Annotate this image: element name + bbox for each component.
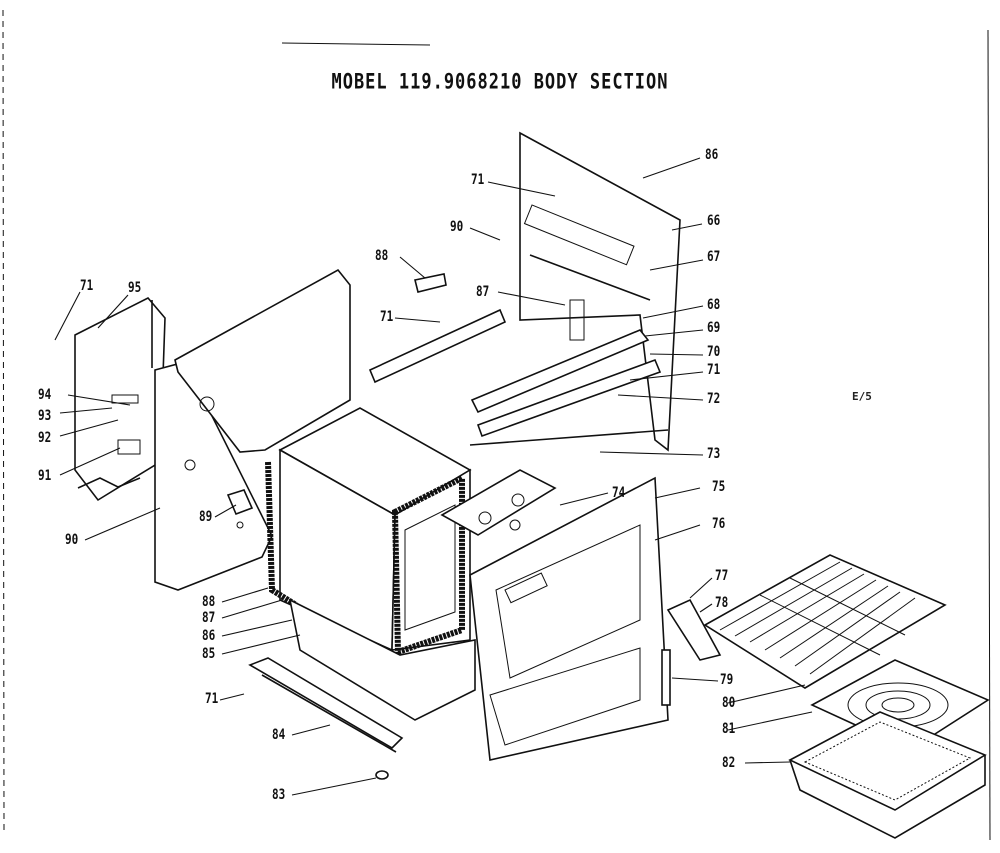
callout-67: 67 bbox=[707, 247, 721, 265]
callout-86-top: 86 bbox=[705, 145, 719, 163]
callout-84: 84 bbox=[272, 725, 286, 743]
callout-77: 77 bbox=[715, 566, 729, 584]
callout-88-low: 88 bbox=[202, 592, 216, 610]
callout-73: 73 bbox=[707, 444, 721, 462]
back-panel bbox=[519, 131, 681, 452]
oven-door bbox=[469, 476, 669, 761]
callout-69: 69 bbox=[707, 318, 721, 336]
callout-90-top: 90 bbox=[450, 217, 464, 235]
callout-83: 83 bbox=[272, 785, 286, 803]
right-border-line bbox=[987, 29, 991, 841]
oven-rack bbox=[703, 554, 947, 689]
callout-88-top: 88 bbox=[375, 246, 389, 264]
callout-87-top: 87 bbox=[476, 282, 490, 300]
callout-90: 90 bbox=[65, 530, 79, 548]
callout-82: 82 bbox=[722, 753, 736, 771]
leader-lines bbox=[54, 157, 813, 796]
callout-95: 95 bbox=[128, 278, 142, 296]
callout-71-right: 71 bbox=[707, 360, 721, 378]
callout-76: 76 bbox=[712, 514, 726, 532]
callout-92: 92 bbox=[38, 428, 52, 446]
callout-68: 68 bbox=[707, 295, 721, 313]
lower-skirt bbox=[288, 598, 476, 721]
callout-80: 80 bbox=[722, 693, 736, 711]
burner-assembly bbox=[440, 469, 557, 536]
oven-rails bbox=[368, 273, 669, 446]
kick-plate bbox=[248, 657, 404, 780]
callout-91: 91 bbox=[38, 466, 52, 484]
scan-mark bbox=[281, 42, 431, 46]
callout-71-top: 71 bbox=[471, 170, 485, 188]
callout-70: 70 bbox=[707, 342, 721, 360]
callout-89: 89 bbox=[199, 507, 213, 525]
broiler-pan bbox=[788, 711, 987, 839]
callout-74: 74 bbox=[612, 483, 626, 501]
callout-93: 93 bbox=[38, 406, 52, 424]
callout-85: 85 bbox=[202, 644, 216, 662]
callout-94: 94 bbox=[38, 385, 52, 403]
callout-71-bottom: 71 bbox=[205, 689, 219, 707]
callout-79: 79 bbox=[720, 670, 734, 688]
side-wall-panel bbox=[174, 268, 351, 453]
callout-75: 75 bbox=[712, 477, 726, 495]
callout-66: 66 bbox=[707, 211, 721, 229]
left-side-panel bbox=[74, 297, 273, 591]
callout-86-low: 86 bbox=[202, 626, 216, 644]
callout-81: 81 bbox=[722, 719, 736, 737]
diagram-title: MOBEL 119.9068210 BODY SECTION bbox=[331, 69, 669, 95]
door-hinge bbox=[661, 598, 722, 706]
page-code: E/5 bbox=[852, 390, 872, 403]
callout-71-left: 71 bbox=[80, 276, 94, 294]
callout-78: 78 bbox=[715, 593, 729, 611]
callout-72: 72 bbox=[707, 389, 721, 407]
callout-71-mid: 71 bbox=[380, 307, 394, 325]
callout-87-low: 87 bbox=[202, 608, 216, 626]
left-border-line bbox=[2, 9, 5, 831]
